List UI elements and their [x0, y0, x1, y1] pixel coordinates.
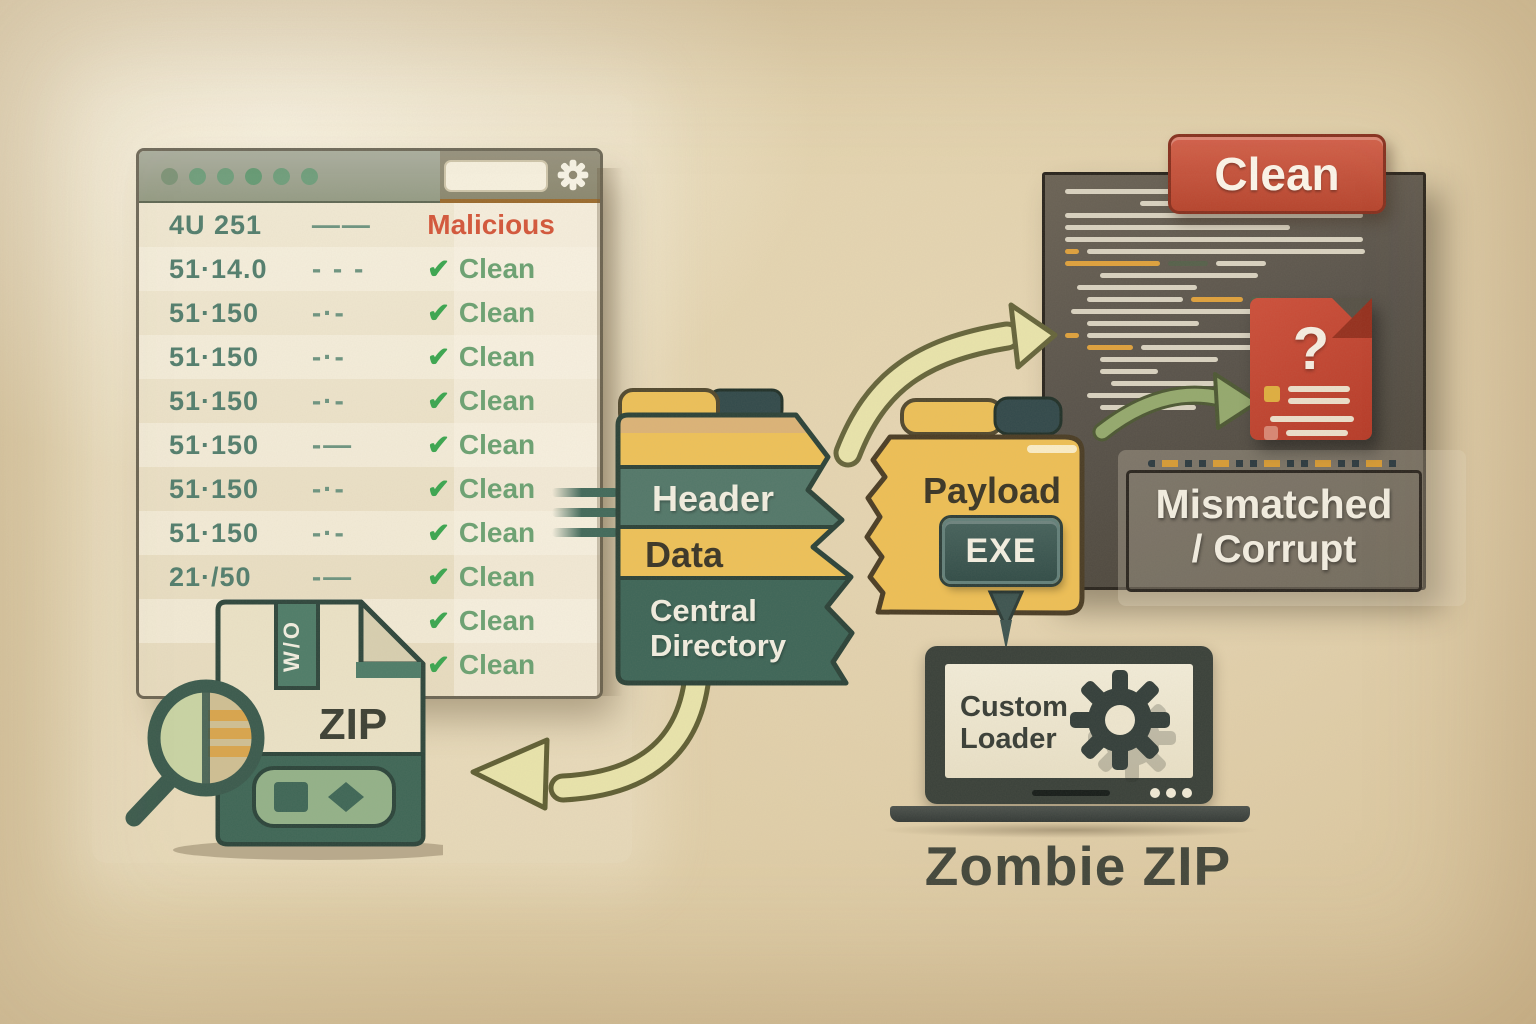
- scan-row: 51·150 -·- ✔Clean: [139, 379, 600, 423]
- speed-line: [552, 508, 618, 517]
- status-badge: ✔Clean: [427, 297, 536, 328]
- verdict-line1: Mismatched: [1155, 481, 1393, 527]
- structure-header-label: Header: [652, 478, 775, 519]
- exe-badge: EXE: [942, 518, 1060, 584]
- check-icon: ✔: [427, 429, 450, 460]
- file-id: 51·150: [169, 341, 260, 372]
- doc-bullet: [1264, 426, 1278, 440]
- file-id: 51·14.0: [169, 253, 268, 284]
- laptop-dots: [1150, 788, 1192, 798]
- structure-central-label: Central Directory: [650, 593, 787, 663]
- scan-row: 51·150-·-✔Clean: [139, 467, 600, 511]
- row-dashes: -·-: [311, 341, 346, 372]
- file-id: 21·/50: [169, 561, 252, 592]
- status-badge: ✔Clean: [427, 385, 536, 416]
- titlebar-right-section: [440, 151, 600, 203]
- gear-icon: [1070, 670, 1170, 770]
- question-mark: ?: [1292, 315, 1330, 382]
- search-input[interactable]: [444, 160, 548, 192]
- row-dashes: -·-: [311, 385, 346, 416]
- check-icon: ✔: [427, 561, 450, 592]
- window-dot: [217, 168, 234, 185]
- row-dashes: -·-: [311, 473, 346, 504]
- code-line: [1065, 237, 1365, 242]
- file-id: 51·150: [169, 429, 260, 460]
- code-line: [1065, 285, 1365, 290]
- status-badge: ✔Clean: [427, 341, 536, 372]
- window-dot: [161, 168, 178, 185]
- file-id: 51·150: [169, 517, 260, 548]
- zip-label: ZIP: [318, 700, 388, 749]
- scan-row: 51·150 -·- ✔Clean: [139, 335, 600, 379]
- speed-line: [552, 488, 618, 497]
- scan-row: 51·150 -·- ✔Clean: [139, 291, 600, 335]
- check-icon: ✔: [427, 341, 450, 372]
- check-icon: ✔: [427, 297, 450, 328]
- check-icon: ✔: [427, 517, 450, 548]
- file-id: 51·150: [169, 473, 260, 504]
- dashed-separator: [1148, 460, 1400, 467]
- clean-verdict-badge: Clean: [1168, 134, 1386, 214]
- structure-data-label: Data: [645, 534, 724, 575]
- row-dashes: -—: [311, 561, 354, 592]
- row-dashes: -·-: [311, 517, 346, 548]
- row-dashes: -—: [311, 429, 354, 460]
- speed-line: [552, 528, 618, 537]
- code-line: [1065, 225, 1365, 230]
- window-titlebar: [139, 151, 600, 203]
- status-badge: Malicious: [427, 209, 555, 240]
- laptop-base: [890, 806, 1250, 822]
- row-dashes: -·-: [311, 297, 346, 328]
- doc-bullet: [1264, 386, 1280, 402]
- bezel-line: [1032, 790, 1110, 796]
- check-icon: ✔: [427, 385, 450, 416]
- scan-row: 4U 251 —— Malicious: [139, 203, 600, 247]
- mystery-doc-icon: ?: [1250, 298, 1372, 440]
- file-id: 4U 251: [169, 209, 263, 240]
- scan-row: 51·150 -— ✔Clean: [139, 423, 600, 467]
- status-badge: ✔Clean: [427, 561, 536, 592]
- caption: Zombie ZIP: [924, 835, 1232, 897]
- verdict-box: Mismatched / Corrupt: [1126, 470, 1422, 592]
- payload-label: Payload: [922, 470, 1062, 511]
- zipper-text: W/O: [279, 619, 304, 673]
- settings-gear-icon[interactable]: [556, 158, 590, 197]
- arrow-to-mystery-doc: [1092, 372, 1260, 442]
- status-badge: ✔Clean: [427, 253, 536, 284]
- window-dot: [273, 168, 290, 185]
- file-id: 51·150: [169, 385, 260, 416]
- row-dashes: ——: [311, 209, 372, 240]
- code-line: [1065, 249, 1365, 254]
- verdict-line2: / Corrupt: [1191, 528, 1357, 572]
- window-dot: [301, 168, 318, 185]
- window-dot: [245, 168, 262, 185]
- check-icon: ✔: [427, 473, 450, 504]
- scan-row: 51·14.0 - - - ✔Clean: [139, 247, 600, 291]
- window-dot: [189, 168, 206, 185]
- custom-loader-label: Custom Loader: [960, 691, 1068, 755]
- row-dashes: - - -: [311, 253, 366, 284]
- status-badge: ✔Clean: [427, 429, 536, 460]
- check-icon: ✔: [427, 253, 450, 284]
- scan-row: 51·150-·-✔Clean: [139, 511, 600, 555]
- code-line: [1065, 273, 1365, 278]
- code-line: [1065, 261, 1365, 266]
- traffic-dots: [161, 168, 318, 185]
- file-id: 51·150: [169, 297, 260, 328]
